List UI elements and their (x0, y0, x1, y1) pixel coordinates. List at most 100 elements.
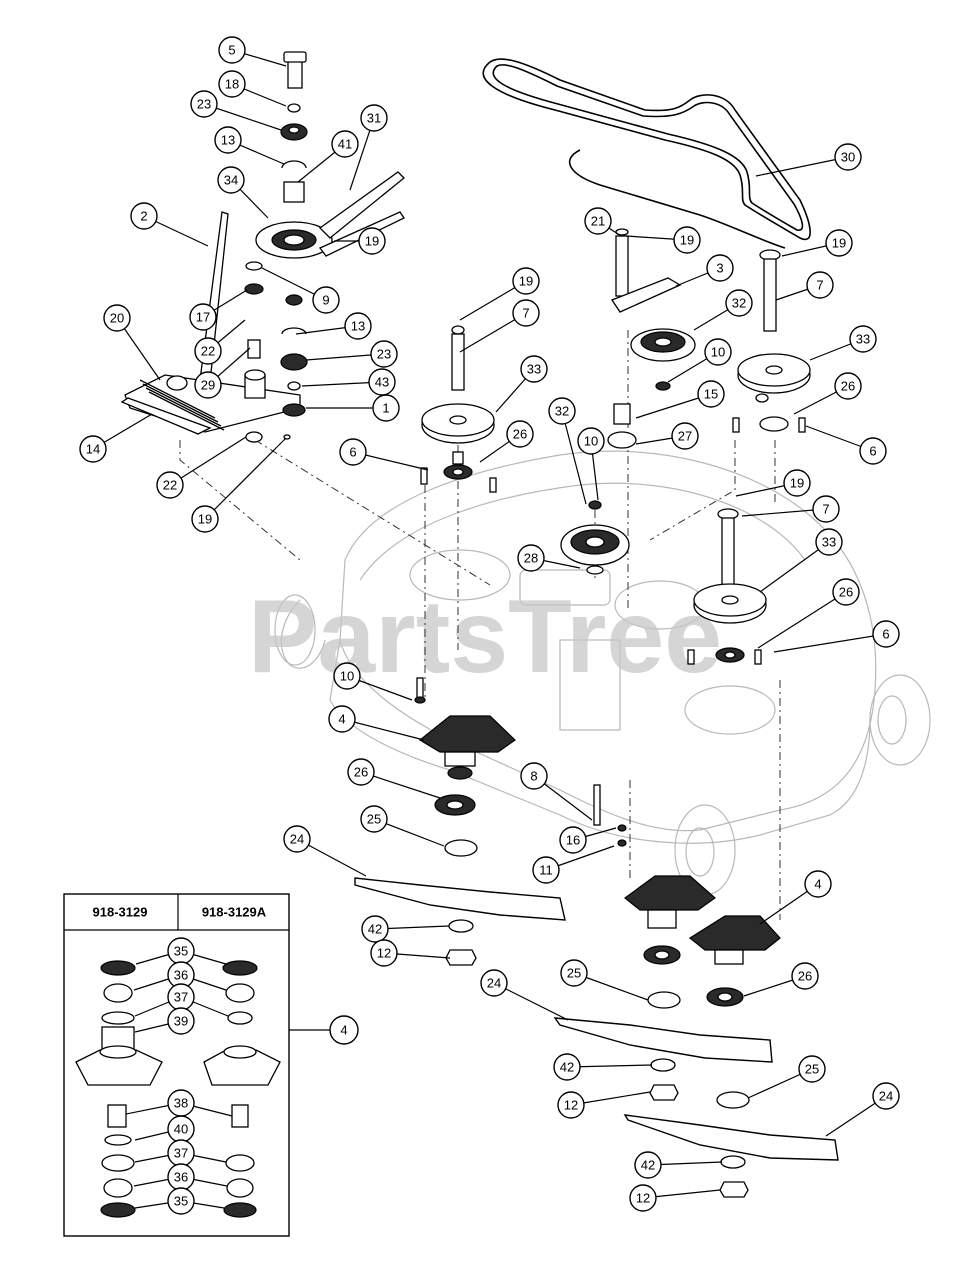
centerlines (179, 330, 781, 920)
callout-label: 24 (879, 1089, 893, 1104)
callout-35: 35 (174, 1194, 188, 1209)
callout-label: 26 (841, 379, 855, 394)
callout-label: 39 (174, 1014, 188, 1029)
leader-line (493, 982, 569, 1021)
spindles (414, 677, 781, 1109)
callout-label: 6 (349, 445, 356, 460)
callout-11: 11 (532, 856, 560, 884)
callout-31: 31 (360, 104, 388, 132)
callout-26: 26 (347, 758, 375, 786)
callout-37: 37 (167, 983, 195, 1011)
callout-label: 4 (338, 712, 345, 727)
callout-18: 18 (218, 70, 246, 98)
callout-label: 12 (377, 946, 391, 961)
callout-10: 10 (333, 662, 361, 690)
callout-label: 7 (522, 306, 529, 321)
leader-line (755, 156, 849, 177)
callout-label: 23 (377, 347, 391, 362)
callout-13: 13 (214, 126, 242, 154)
callout-23: 23 (190, 90, 218, 118)
callout-36: 36 (174, 968, 188, 983)
callout-label: 3 (716, 261, 723, 276)
callout-43: 43 (368, 368, 396, 396)
leader-line (566, 1064, 653, 1068)
center-pulleys (420, 228, 811, 665)
callout-label: 35 (174, 944, 188, 959)
callout-label: 25 (367, 812, 381, 827)
callout-33: 33 (815, 528, 843, 556)
callout-25: 25 (560, 959, 588, 987)
callout-12: 12 (629, 1184, 657, 1212)
callout-label: 38 (174, 1096, 188, 1111)
callout-38: 38 (174, 1096, 188, 1111)
callout-19: 19 (673, 226, 701, 254)
callout-label: 19 (198, 512, 212, 527)
leader-line (561, 410, 587, 505)
leader-line (759, 541, 830, 593)
callout-label: 26 (798, 969, 812, 984)
callout-21: 21 (584, 207, 612, 235)
callout-label: 26 (513, 427, 527, 442)
inset-header-left: 918-3129 (93, 905, 148, 920)
callout-39: 39 (167, 1007, 195, 1035)
callout-26: 26 (506, 420, 534, 448)
callout-26: 26 (791, 962, 819, 990)
callout-36: 36 (167, 961, 195, 989)
watermark: PartsTree (248, 579, 722, 695)
callout-6: 6 (872, 620, 900, 648)
callout-label: 25 (567, 966, 581, 981)
callout-label: 31 (367, 111, 381, 126)
callout-label: 12 (564, 1098, 578, 1113)
callout-22: 22 (156, 471, 184, 499)
callout-label: 25 (805, 1062, 819, 1077)
callout-14: 14 (79, 435, 107, 463)
callout-label: 7 (816, 278, 823, 293)
callout-label: 26 (354, 765, 368, 780)
callout-4: 4 (804, 870, 832, 898)
callout-10: 10 (704, 338, 732, 366)
callout-12: 12 (557, 1091, 585, 1119)
callout-label: 19 (680, 233, 694, 248)
leader-line (773, 633, 887, 653)
callout-label: 4 (814, 877, 821, 892)
callout-36: 36 (167, 1163, 195, 1191)
callout-22: 22 (194, 337, 222, 365)
leader-line (757, 591, 847, 649)
callout-17: 17 (189, 303, 217, 331)
blades (354, 877, 839, 1198)
callout-label: 14 (86, 442, 100, 457)
callout-35: 35 (174, 944, 188, 959)
callout-9: 9 (312, 286, 340, 314)
drive-belt (482, 58, 811, 249)
callout-label: 28 (524, 551, 538, 566)
callout-13: 13 (344, 312, 372, 340)
callout-label: 18 (225, 77, 239, 92)
callout-label: 20 (110, 311, 124, 326)
callout-29: 29 (194, 371, 222, 399)
callout-label: 24 (487, 976, 501, 991)
callout-2: 2 (130, 202, 158, 230)
callout-label: 19 (790, 476, 804, 491)
callout-7: 7 (812, 495, 840, 523)
callout-12: 12 (370, 939, 398, 967)
callout-label: 30 (841, 150, 855, 165)
callout-label: 13 (351, 319, 365, 334)
callout-19: 19 (512, 267, 540, 295)
callout-34: 34 (217, 166, 245, 194)
callout-25: 25 (360, 805, 388, 833)
inset-header-right: 918-3129A (202, 905, 267, 920)
callout-19: 19 (358, 227, 386, 255)
callout-35: 35 (167, 1187, 195, 1215)
callout-label: 11 (539, 863, 553, 878)
callout-label: 5 (228, 43, 235, 58)
callout-label: 29 (201, 378, 215, 393)
callout-24: 24 (283, 825, 311, 853)
callout-label: 42 (368, 922, 382, 937)
callout-32: 32 (725, 289, 753, 317)
leader-line (204, 437, 287, 520)
callout-37: 37 (174, 1146, 188, 1161)
callout-label: 33 (856, 332, 870, 347)
callout-38: 38 (167, 1089, 195, 1117)
callout-label: 6 (869, 444, 876, 459)
